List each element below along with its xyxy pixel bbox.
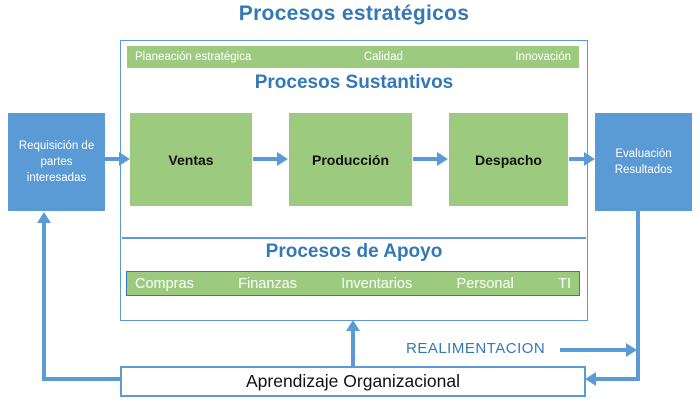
process-box-despacho: Despacho bbox=[449, 113, 568, 206]
strip-item-innovacion: Innovación bbox=[515, 51, 571, 63]
arrow-produccion-to-despacho-line bbox=[413, 157, 437, 161]
heading-procesos-sustantivos: Procesos Sustantivos bbox=[254, 72, 454, 93]
arrow-ventas-to-produccion-line bbox=[253, 157, 277, 161]
arrow-produccion-to-despacho-icon bbox=[437, 152, 448, 166]
learning-to-input-vertical-line bbox=[42, 216, 46, 381]
arrow-despacho-to-output-line bbox=[569, 157, 584, 161]
arrow-despacho-to-output-icon bbox=[584, 152, 595, 166]
heading-procesos-de-apoyo: Procesos de Apoyo bbox=[265, 241, 443, 262]
apoyo-item-inventarios: Inventarios bbox=[341, 275, 413, 292]
feedback-into-learning-line bbox=[596, 377, 640, 381]
feedback-right-arrow-icon bbox=[626, 343, 637, 357]
feedback-into-learning-arrow-icon bbox=[585, 372, 596, 386]
feedback-right-vertical-line bbox=[636, 210, 640, 381]
apoyo-item-finanzas: Finanzas bbox=[238, 275, 297, 292]
strip-item-planeacion-estrategica: Planeación estratégica bbox=[135, 51, 252, 63]
feedback-right-arrow-line bbox=[560, 348, 626, 352]
strategic-processes-strip: Planeación estratégica Calidad Innovació… bbox=[127, 46, 579, 68]
process-box-ventas: Ventas bbox=[130, 113, 252, 206]
apoyo-item-compras: Compras bbox=[135, 275, 194, 292]
page-title: Procesos estratégicos bbox=[238, 2, 470, 25]
feedback-label: REALIMENTACION bbox=[406, 340, 546, 357]
arrow-input-to-ventas-line bbox=[105, 157, 121, 161]
support-processes-strip: Compras Finanzas Inventarios Personal TI bbox=[126, 271, 580, 296]
apoyo-item-ti: TI bbox=[558, 275, 571, 292]
input-box-requisicion: Requisición de partes interesadas bbox=[8, 113, 105, 211]
apoyo-section-divider bbox=[122, 237, 586, 239]
learning-box-aprendizaje-organizacional: Aprendizaje Organizacional bbox=[120, 366, 586, 397]
feedback-up-arrow-stem bbox=[351, 331, 355, 373]
feedback-up-arrow-icon bbox=[346, 320, 360, 331]
apoyo-item-personal: Personal bbox=[456, 275, 514, 292]
output-box-evaluacion: Evaluación Resultados bbox=[595, 113, 692, 211]
process-box-produccion: Producción bbox=[289, 113, 412, 206]
arrow-input-to-ventas-icon bbox=[119, 152, 130, 166]
arrow-ventas-to-produccion-icon bbox=[277, 152, 288, 166]
strip-item-calidad: Calidad bbox=[363, 51, 403, 63]
learning-to-input-arrow-icon bbox=[37, 212, 51, 223]
learning-to-input-horizontal-line bbox=[42, 377, 120, 381]
